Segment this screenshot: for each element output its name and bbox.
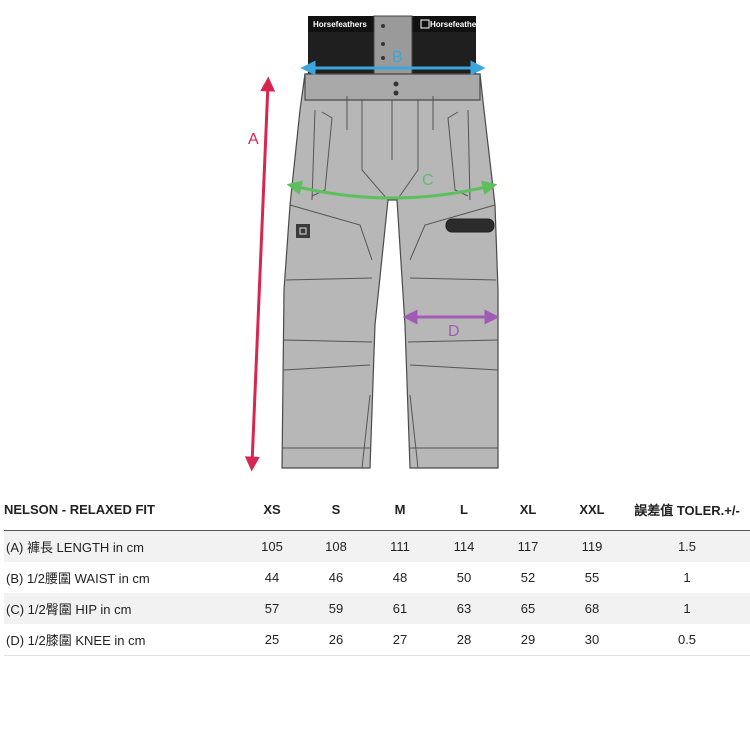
table-cell: 25 — [240, 624, 304, 656]
table-cell: 114 — [432, 530, 496, 562]
tolerance-cell: 1 — [683, 570, 691, 585]
hip-arrow — [286, 180, 498, 200]
logo-patch-mark-icon — [299, 227, 307, 235]
table-cell: 65 — [496, 593, 560, 624]
table-cell: 29 — [496, 624, 560, 656]
button-icon — [393, 81, 399, 87]
tolerance-cell: 1.5 — [624, 530, 750, 562]
table-header-row: NELSON - RELAXED FIT XS S M L XL XXL 誤差值… — [4, 488, 750, 531]
table-row: (A) 褲長 LENGTH in cm 105 108 111 114 117 … — [4, 530, 750, 562]
table-cell: 108 — [304, 530, 368, 562]
pants-illustration: Horsefeathers Horsefeathers A B — [244, 15, 500, 472]
size-header-xs: XS — [240, 488, 304, 531]
thigh-pocket-zipper — [445, 218, 495, 233]
row-label: (C) 1/2臀圍 HIP in cm — [4, 593, 240, 624]
tolerance-cell: 1 — [624, 593, 750, 624]
table-cell: 59 — [304, 593, 368, 624]
table-cell: 117 — [496, 530, 560, 562]
row-label: (A) 褲長 LENGTH in cm — [4, 530, 240, 562]
length-arrow — [244, 76, 276, 472]
table-cell: 52 — [520, 570, 536, 585]
table-row: (B) 1/2腰圍 WAIST in cm 44 46 48 50 52 55 … — [4, 562, 750, 593]
table-cell: 46 — [328, 570, 344, 585]
size-header-m: M — [368, 488, 432, 531]
table-title: NELSON - RELAXED FIT — [4, 488, 240, 531]
brand-logo-icon — [420, 19, 430, 29]
size-chart-table: NELSON - RELAXED FIT XS S M L XL XXL 誤差值… — [4, 488, 750, 656]
length-label: A — [248, 131, 259, 148]
brand-label-right: Horsefeathers — [430, 20, 484, 29]
logo-patch-icon — [296, 224, 310, 238]
size-header-xxl: XXL — [560, 488, 624, 531]
button-icon — [393, 90, 399, 96]
table-cell: 61 — [368, 593, 432, 624]
hip-label: C — [422, 172, 434, 189]
table-row: (C) 1/2臀圍 HIP in cm 57 59 61 63 65 68 1 — [4, 593, 750, 624]
table-cell: 30 — [560, 624, 624, 656]
pants-body — [281, 73, 499, 469]
knee-label: D — [448, 323, 460, 340]
size-header-l: L — [432, 488, 496, 531]
table-cell: 27 — [368, 624, 432, 656]
tolerance-cell: 0.5 — [624, 624, 750, 656]
table-cell: 55 — [584, 570, 600, 585]
table-cell: 48 — [392, 570, 408, 585]
table-cell: 105 — [240, 530, 304, 562]
size-header-s: S — [304, 488, 368, 531]
table-cell: 119 — [560, 530, 624, 562]
table-cell: 50 — [456, 570, 472, 585]
brand-label-left: Horsefeathers — [313, 20, 367, 29]
table-cell: 26 — [304, 624, 368, 656]
row-label: (B) 1/2腰圍 WAIST in cm — [6, 571, 150, 586]
table-cell: 28 — [432, 624, 496, 656]
table-cell: 68 — [560, 593, 624, 624]
row-label: (D) 1/2膝圍 KNEE in cm — [4, 624, 240, 656]
table-row: (D) 1/2膝圍 KNEE in cm 25 26 27 28 29 30 0… — [4, 624, 750, 656]
table-cell: 44 — [264, 570, 280, 585]
table-cell: 57 — [240, 593, 304, 624]
size-header-xl: XL — [496, 488, 560, 531]
tolerance-header: 誤差值 TOLER.+/- — [624, 488, 750, 531]
waist-label: B — [392, 49, 403, 66]
table-cell: 63 — [432, 593, 496, 624]
table-cell: 111 — [368, 530, 432, 562]
